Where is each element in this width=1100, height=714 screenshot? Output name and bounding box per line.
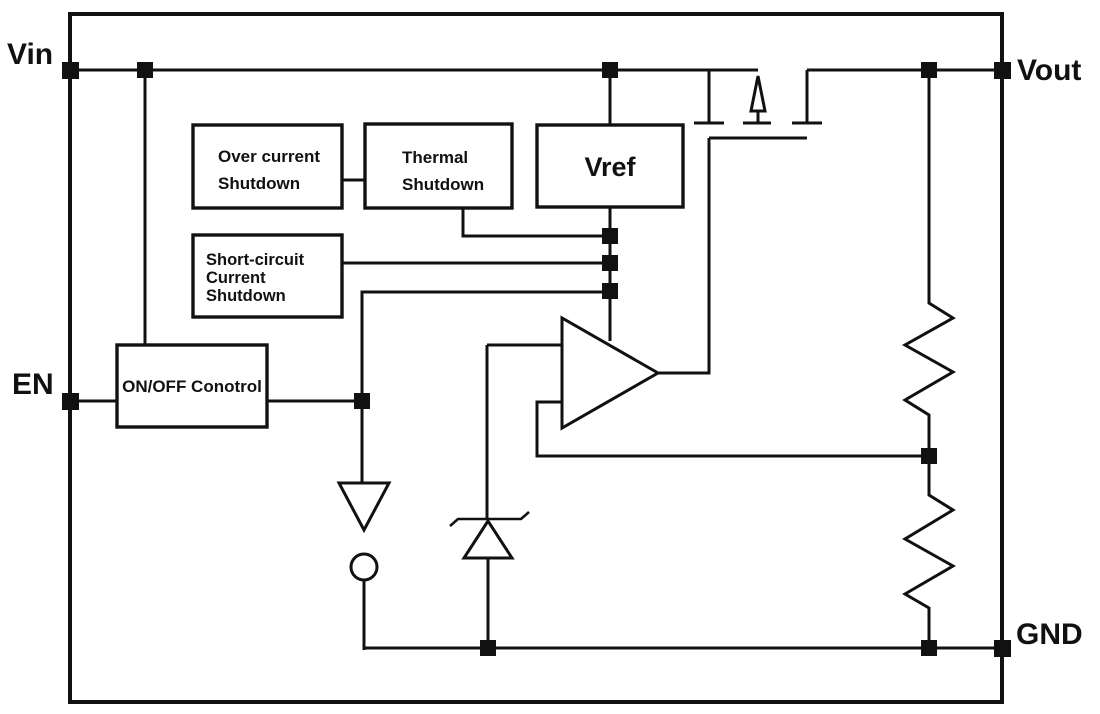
block-short-circuit-box xyxy=(191,233,344,319)
inverter-bubble-icon xyxy=(349,552,379,582)
block-thermal-line1: Thermal xyxy=(402,148,468,167)
junction-enable-node xyxy=(354,393,370,409)
junction-bus-thermal xyxy=(602,228,618,244)
pin-en-label: EN xyxy=(12,368,54,401)
junction-zener-gnd xyxy=(480,640,496,656)
pin-en-pad xyxy=(62,393,79,410)
block-over-current-shutdown: Over current Shutdown xyxy=(191,123,344,210)
block-on-off-label: ON/OFF Conotrol xyxy=(122,377,262,396)
block-short-circuit-line2: Current xyxy=(206,269,266,287)
junction-divider-gnd xyxy=(921,640,937,656)
ic-boundary xyxy=(68,12,1004,704)
junction-divider-top xyxy=(921,62,937,78)
pin-vout-pad xyxy=(994,62,1011,79)
pin-gnd: GND xyxy=(994,618,1083,657)
block-over-current-box xyxy=(191,123,344,210)
wire-thermal-to-bus xyxy=(461,208,610,238)
pin-gnd-pad xyxy=(994,640,1011,657)
pin-gnd-label: GND xyxy=(1016,618,1083,651)
pmos-bulk-arrow-icon xyxy=(749,75,767,113)
block-vref-box xyxy=(535,123,685,209)
inverter-triangle-icon xyxy=(336,481,392,534)
junction-bus-shortcircuit xyxy=(602,255,618,271)
block-on-off-control: ON/OFF Conotrol xyxy=(115,343,269,429)
zener-diode xyxy=(449,511,530,560)
wire-opamp-to-gate xyxy=(658,138,711,375)
wires xyxy=(70,68,1002,650)
error-amplifier-icon xyxy=(560,315,662,431)
block-vref: Vref xyxy=(535,123,685,209)
pin-vin-label: Vin xyxy=(7,38,53,71)
resistor-upper xyxy=(901,70,957,456)
block-vref-label: Vref xyxy=(584,152,636,182)
junction-vref-rail xyxy=(602,62,618,78)
block-on-off-box xyxy=(115,343,269,429)
block-over-current-line2: Shutdown xyxy=(218,174,300,193)
zener-anode-triangle-icon xyxy=(461,518,515,560)
block-over-current-line1: Over current xyxy=(218,147,320,166)
resistor-lower xyxy=(902,456,957,648)
junction-dots xyxy=(137,62,937,656)
block-short-circuit-line3: Shutdown xyxy=(206,287,286,305)
junction-bus-enable xyxy=(602,283,618,299)
block-short-circuit-line1: Short-circuit xyxy=(206,251,305,269)
pin-en: EN xyxy=(12,368,79,410)
junction-feedback-midpoint xyxy=(921,448,937,464)
pin-vout-label: Vout xyxy=(1017,54,1081,87)
block-thermal-line2: Shutdown xyxy=(402,175,484,194)
block-thermal-box xyxy=(363,122,514,210)
pin-vin: Vin xyxy=(7,38,79,79)
junction-vin-branch xyxy=(137,62,153,78)
pin-vin-pad xyxy=(62,62,79,79)
wire-enable-to-bus xyxy=(360,290,610,393)
inverter xyxy=(336,481,392,582)
block-thermal-shutdown: Thermal Shutdown xyxy=(363,122,514,210)
block-short-circuit-shutdown: Short-circuit Current Shutdown xyxy=(191,233,344,319)
pass-transistor-pmos xyxy=(694,70,822,140)
pin-vout: Vout xyxy=(994,54,1081,87)
zener-cathode-bar-icon xyxy=(449,511,530,527)
wire-feedback xyxy=(535,400,929,458)
